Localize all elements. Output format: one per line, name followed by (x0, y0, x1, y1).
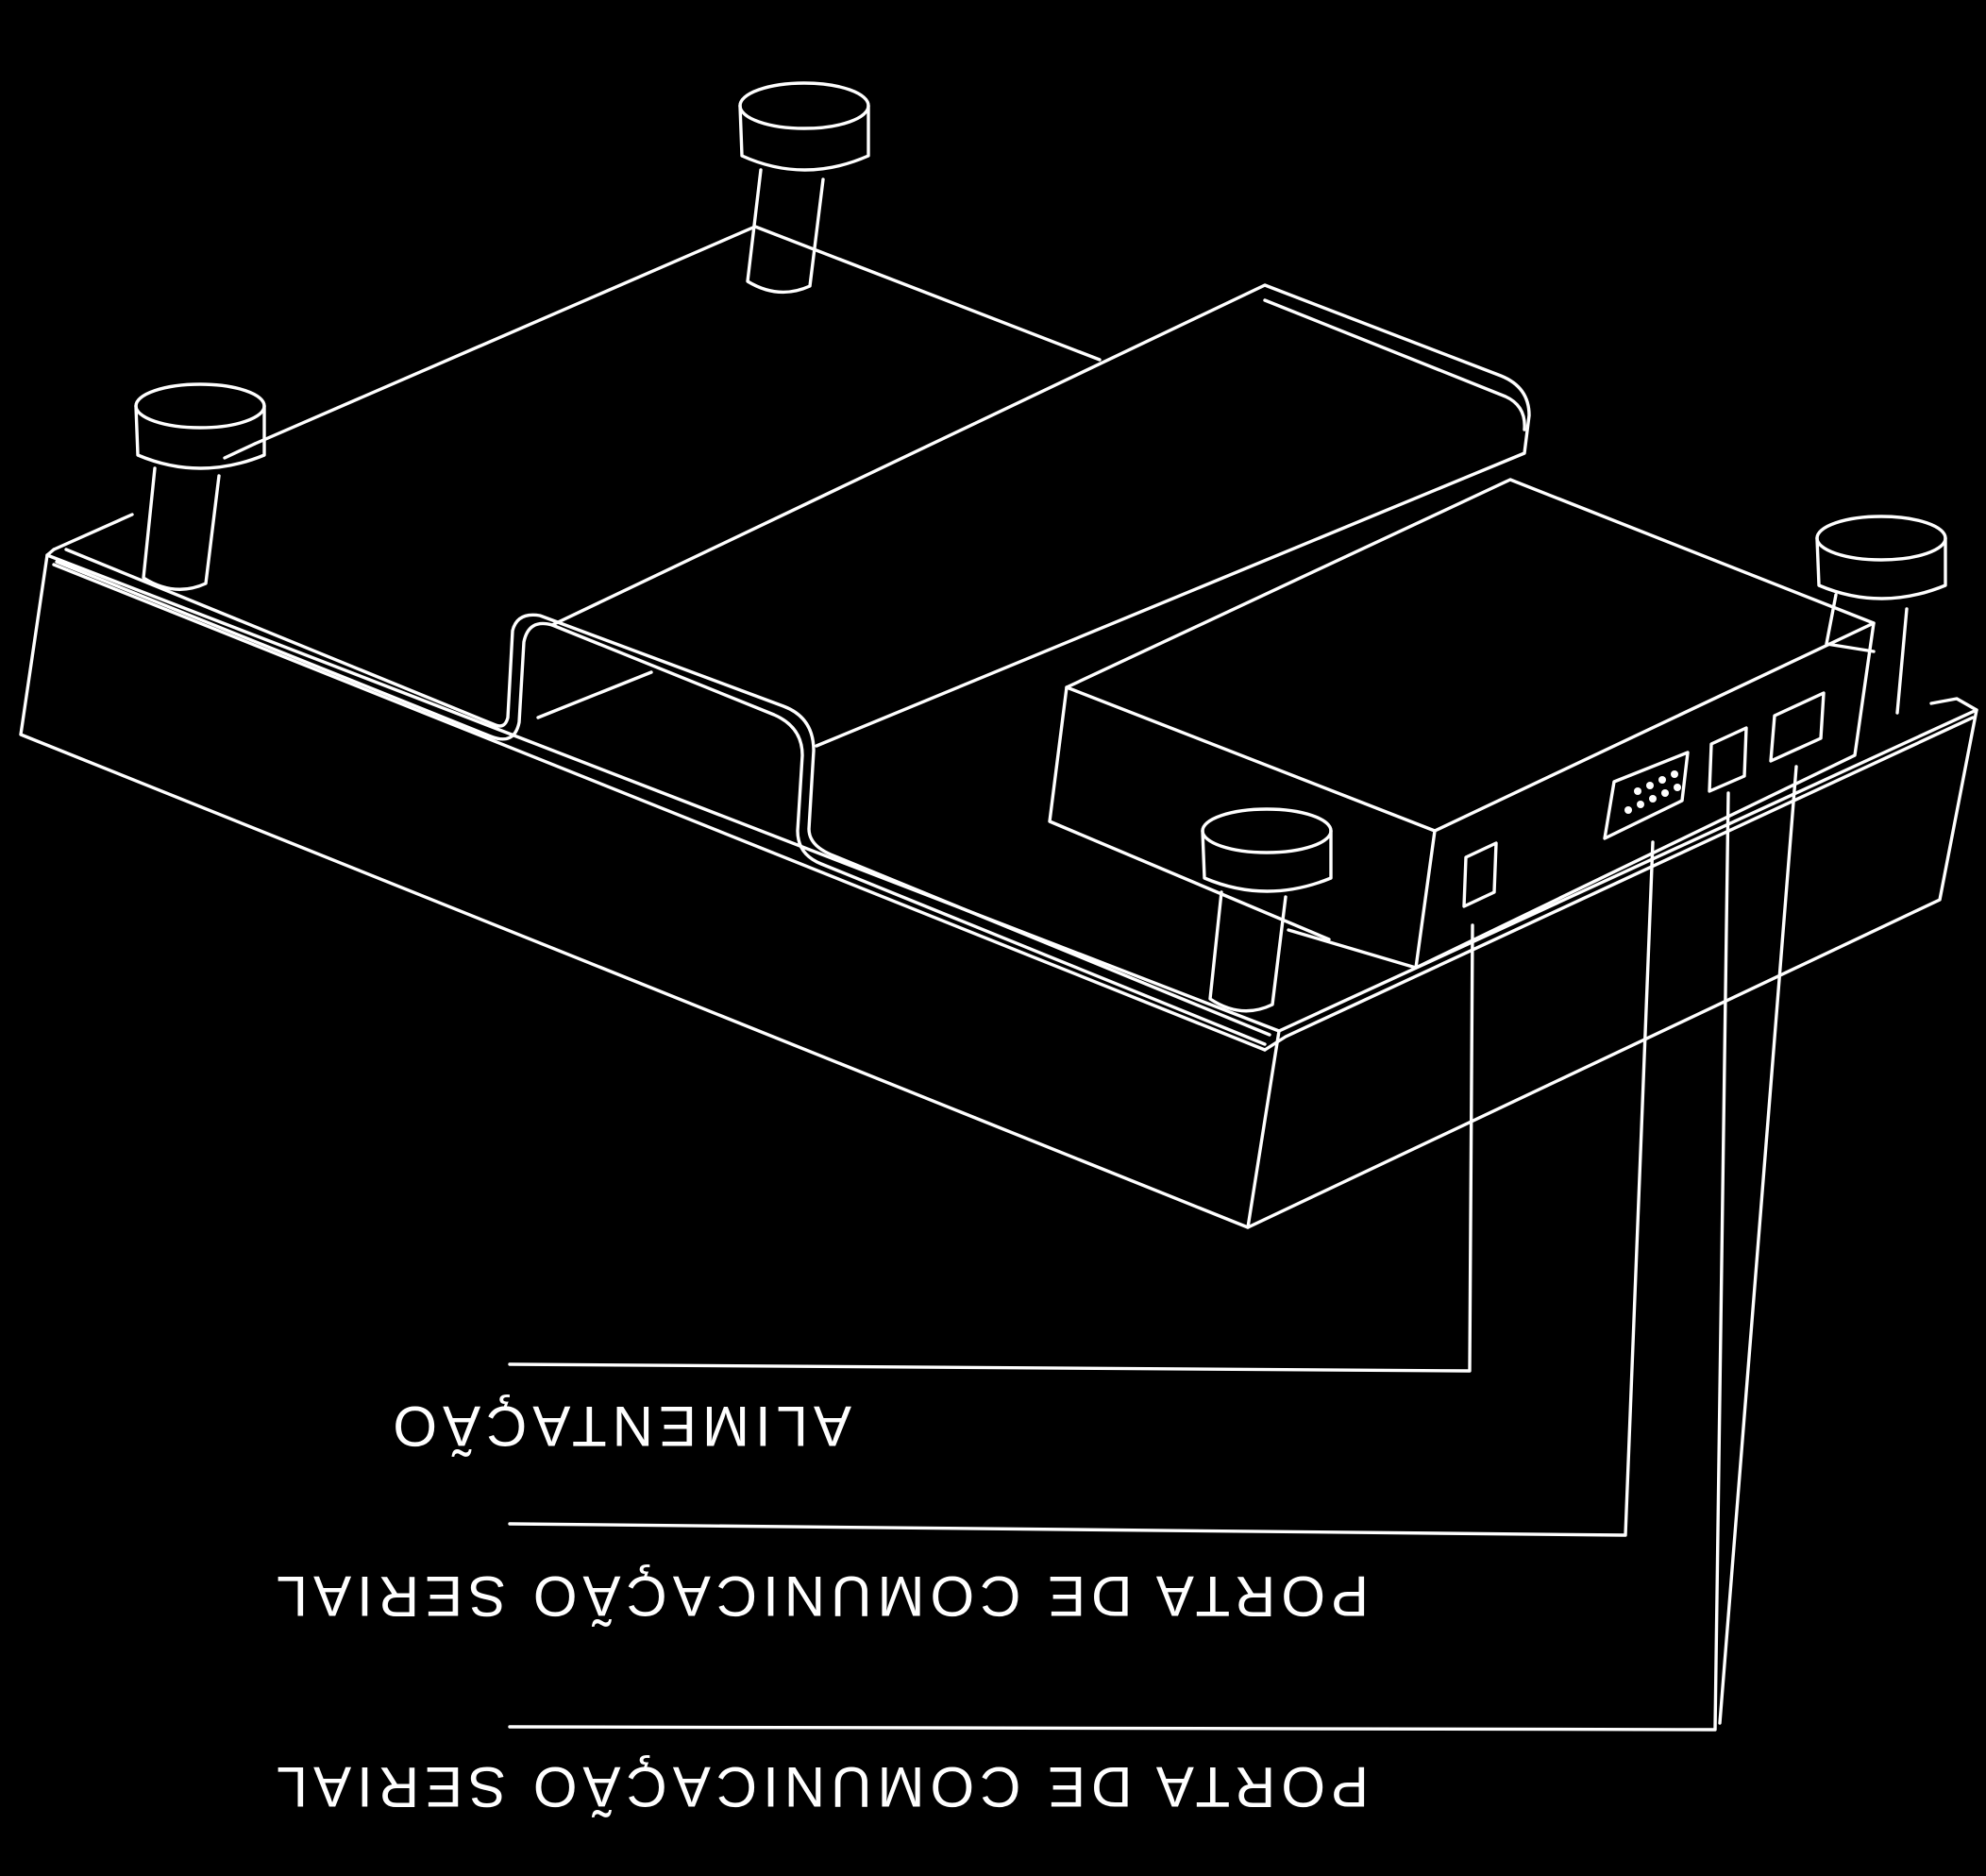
base-plate (19, 513, 1978, 1229)
power-connector (1462, 841, 1498, 908)
leveling-foot-right (1815, 515, 1947, 715)
leader-serial-2 (508, 791, 1730, 1732)
leveling-foot-left (134, 382, 266, 591)
label-serial-port-2: PORTA DE COMUNICAÇÃO SERIAL (271, 1755, 1369, 1818)
db9-serial-connector (1603, 751, 1690, 840)
serial-port-square-1 (1708, 726, 1748, 793)
electronics-box (1048, 478, 1876, 970)
leveling-foot-back (738, 81, 870, 295)
leader-lines (508, 765, 1798, 1732)
tray (55, 225, 1531, 1046)
leader-serial-1 (508, 840, 1655, 1537)
serial-port-square-2 (1769, 691, 1826, 763)
leader-power (508, 923, 1474, 1373)
leveling-foot-front (1201, 807, 1333, 1013)
label-serial-port-1: PORTA DE COMUNICAÇÃO SERIAL (271, 1564, 1369, 1628)
label-power: ALIMENTAÇÃO (387, 1394, 851, 1458)
